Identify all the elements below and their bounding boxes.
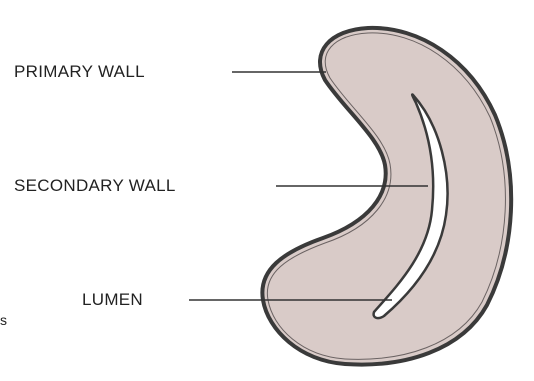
primary-wall-label: PRIMARY WALL [14,62,145,82]
lumen-label: LUMEN [82,290,143,310]
edge-mark: s [0,312,7,328]
secondary-wall-label: SECONDARY WALL [14,176,176,196]
